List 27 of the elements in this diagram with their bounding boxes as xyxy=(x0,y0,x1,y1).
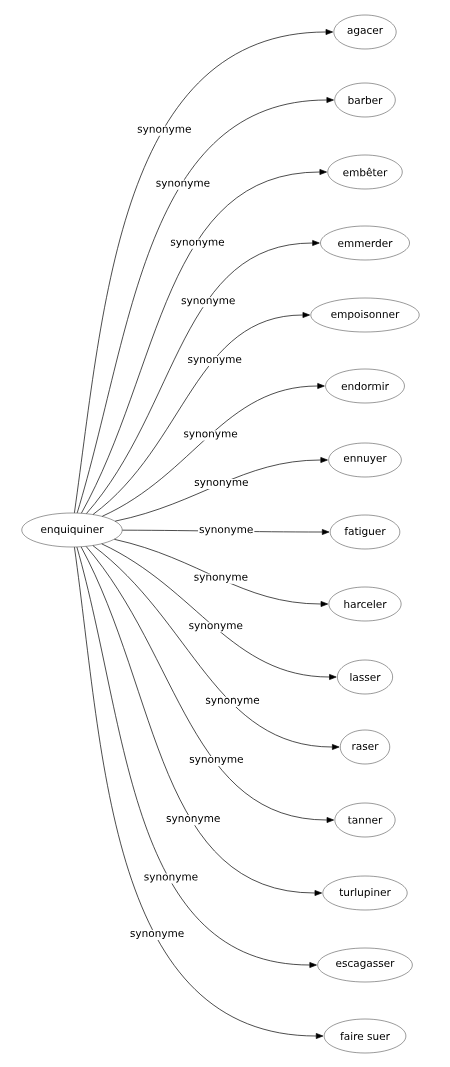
arrow xyxy=(74,546,324,1039)
arrow xyxy=(85,546,334,823)
arrow xyxy=(92,545,340,750)
edge-label: synonyme xyxy=(180,297,237,308)
edge-label: synonyme xyxy=(186,356,243,367)
edge-label: synonyme xyxy=(165,815,222,826)
arrow xyxy=(81,169,327,514)
edge-label: synonyme xyxy=(204,696,261,707)
arrow xyxy=(102,383,325,517)
edge-label: synonyme xyxy=(136,125,193,136)
arrow xyxy=(101,543,337,680)
arrow xyxy=(80,546,322,896)
arrow xyxy=(86,240,320,514)
arrow xyxy=(114,457,328,522)
edge-label: synonyme xyxy=(187,622,244,633)
edge-label: synonyme xyxy=(169,238,226,249)
edge-label: synonyme xyxy=(188,755,245,766)
edge-label: synonyme xyxy=(182,430,239,441)
arrow xyxy=(76,546,317,968)
edge-label: synonyme xyxy=(192,573,250,584)
edge-label: synonyme xyxy=(193,478,250,490)
edge-label: synonyme xyxy=(198,526,255,537)
edge-label: synonyme xyxy=(128,930,186,941)
arrow xyxy=(114,538,329,607)
edge-label: synonyme xyxy=(154,179,212,190)
edge-label: synonyme xyxy=(142,873,200,884)
arrow xyxy=(92,312,310,515)
